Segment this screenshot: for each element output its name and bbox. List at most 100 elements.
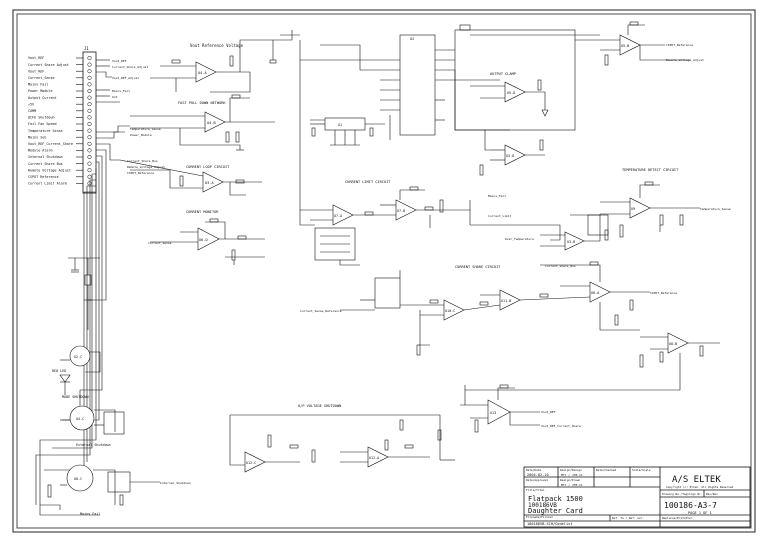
outer-border: [12, 9, 756, 533]
block-title-mode-shutdown: MODE SHUTDOWN: [62, 395, 89, 399]
tb-title-3: Daughter Card: [528, 507, 583, 515]
block-title-output-clamp: OUTPUT CLAMP: [490, 72, 516, 76]
u13-label: U13: [490, 411, 496, 415]
u3b-label: U3-B: [567, 240, 575, 244]
tb-checked-label: Date/Checked: [596, 468, 617, 472]
net-vout-ref-3: Vout_REF: [541, 410, 556, 414]
connector-pin: [87, 75, 92, 80]
net-out: Out: [112, 95, 118, 99]
net-mains-fail-2: Mains_Fail: [488, 194, 506, 198]
uclamp-label: U5-D: [507, 91, 515, 95]
net-current-limit: Current_Limit: [488, 214, 512, 218]
net-cspot-ref: CSPOT_Reference: [127, 171, 154, 175]
u8a-label: U8-A: [591, 291, 599, 295]
connector-pin-label: +5V: [28, 102, 34, 106]
connector-pin: [87, 154, 92, 160]
block-title-ref-voltage: Vout Reference Voltage: [190, 43, 244, 48]
tb-designer-label: Design/Design: [560, 468, 582, 472]
connector-pin: [87, 148, 92, 153]
lower-right-amp: [464, 332, 720, 405]
net-current-sense-ref: Current_Sense_Reference: [300, 309, 342, 313]
connector-pin: [87, 121, 92, 127]
net-remote-v-adj-r: Remote_Voltage_Adjust: [666, 58, 704, 62]
connector-pin: [87, 181, 92, 186]
inner-border: [16, 13, 752, 529]
u8b-label: U8-B: [669, 342, 677, 346]
mode-shutdown-circuit: [60, 405, 125, 435]
current-share-circuit: [340, 261, 650, 356]
connector-pin: [87, 128, 92, 133]
u3a-label: U3-A: [205, 181, 214, 185]
connector-pin: [87, 174, 92, 179]
connector-pin-label: Mains Sub: [28, 135, 46, 139]
u7a-label: U7-A: [334, 214, 342, 218]
net-remote-v-adj: Remote_Voltage_Adjust: [127, 165, 165, 169]
net-cspot-ref-r: CSPOT_Reference: [666, 43, 693, 47]
umod-label: U8-C: [74, 477, 82, 481]
connector-pin-label: Vout_REF: [28, 56, 44, 60]
connector-pin-label: Current Share Adjust: [28, 63, 69, 67]
connector-pin: [87, 141, 92, 146]
u1-label: U1: [338, 123, 342, 127]
block-title-red-led: RED LED: [52, 369, 66, 373]
connector-pin: [87, 95, 92, 100]
tb-ref-label: Ref. to / Ref. ser.: [612, 516, 644, 520]
net-vout-ref-current-share: Vout_REF_Current_Share: [541, 424, 581, 428]
connector-pin: [87, 115, 92, 120]
net-vout-ref-adj: Vout_REF_Adjust: [112, 76, 139, 80]
j1-bus-lines: [35, 59, 130, 516]
uc2-label: U4-C: [76, 417, 84, 421]
ic-u2-label: U2: [410, 37, 414, 41]
net-vout-ref-1: Vout_REF: [112, 59, 127, 63]
temp-detect-circuit: [470, 181, 700, 251]
tb-title-2: 100186VB: [528, 502, 557, 509]
tb-drawn-label: Design/Drawn: [560, 478, 581, 482]
connector-pin-label: COMM: [28, 109, 36, 113]
net-current-share-adj: Current_Share_Adjust: [112, 65, 148, 69]
tb-drawing-no: 100186-A3-7: [664, 501, 717, 510]
net-temp-sense-r: Temperature_Sense: [700, 207, 731, 211]
connector-pin-label: Internal Shutdown: [28, 155, 63, 159]
current-loop-circuit: [119, 159, 262, 196]
output-amp: [460, 384, 540, 433]
connector-pin-label: Remote Voltage Adjust: [28, 168, 71, 172]
net-current-share-bus-r: Current_Share_Bus: [545, 264, 576, 268]
connector-pin-label: Module Alarm: [28, 149, 53, 153]
net-cspot-ref-2: CSPOT_Reference: [650, 291, 677, 295]
connector-pin-label: Power Module: [28, 89, 53, 93]
u7b-label: U7-B: [397, 209, 405, 213]
fast-pull-circuit: [130, 94, 275, 151]
u11-label: U11-B: [501, 299, 511, 303]
connector-pin: [87, 135, 92, 140]
tb-drawn: MTC / JTB-11: [561, 483, 583, 487]
tb-drawing-no-label: Drawing No./Tegnings Nr.: [662, 492, 703, 496]
connector-pin-label: Current Limit Alarm: [28, 182, 67, 186]
output-clamp-circuit: [454, 24, 600, 131]
tb-copyright: Copyright (c) Eltek. All Rights Reserved: [666, 485, 734, 489]
connector-pin-label: OCFE Shutdown: [28, 116, 55, 120]
connector-pin: [87, 161, 92, 166]
connector-pin-label: Current Share Bus: [28, 162, 63, 166]
tb-filename-label: Filename/Filnavn: [526, 515, 553, 519]
decoupling-caps-left: [68, 257, 100, 301]
block-title-fast-pull: FAST PULL DOWN NETWORK: [178, 101, 226, 105]
red-led-circuit: [59, 345, 101, 395]
current-limit-circuit: [299, 186, 471, 266]
top-right-amp: [600, 21, 690, 66]
connector-pin-label: Mains Fail: [28, 83, 48, 87]
tb-page: PAGE 1 OF 1: [688, 511, 712, 515]
tb-approved-label: Date/Approved: [526, 478, 548, 482]
tb-scale-label: Scale/Scale: [632, 468, 651, 472]
connector-pin-label: Vout_REF_Current_Share: [28, 142, 73, 146]
connector-pin: [87, 55, 92, 61]
current-monitor-circuit: [150, 218, 265, 265]
u12-label: U12-C: [246, 461, 256, 465]
net-current-share-bus: Current_Share_Bus: [127, 159, 158, 163]
tb-date-label: Date/Date: [526, 468, 541, 472]
connector-pin: [87, 102, 92, 107]
connector-pin: [87, 168, 92, 173]
connector-pin: [87, 82, 92, 87]
tb-rev-label: Rev/Rev: [706, 492, 718, 496]
